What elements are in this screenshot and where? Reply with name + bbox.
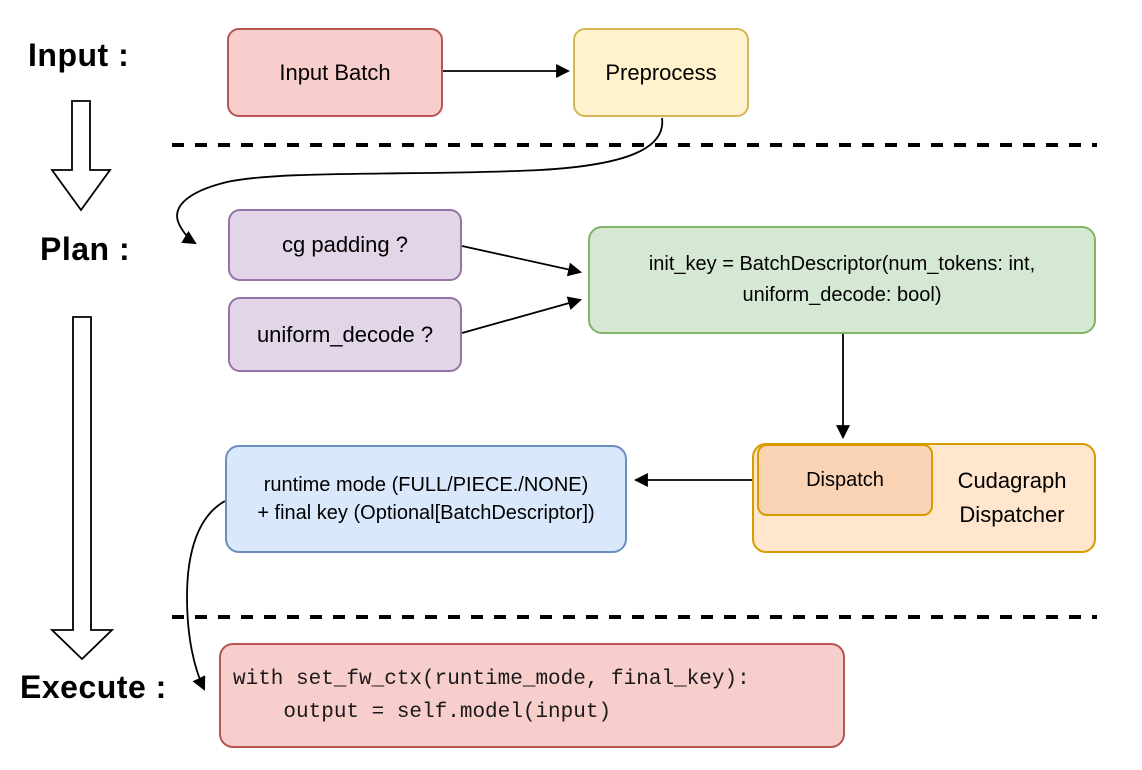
execute-stage-label: Execute : <box>20 669 167 705</box>
preprocess-label: Preprocess <box>605 59 717 85</box>
uniform-decode-label: uniform_decode ? <box>256 321 434 347</box>
node-init-key: init_key = BatchDescriptor(num_tokens: i… <box>588 226 1096 334</box>
node-uniform-decode: uniform_decode ? <box>228 297 462 372</box>
stage-arrow-plan-to-execute <box>49 316 115 661</box>
cudagraph-dispatcher-line1: Cudagraph <box>957 468 1067 493</box>
input-stage-label: Input : <box>28 37 130 73</box>
connector-cgpadding-to-initkey <box>461 245 583 277</box>
input-batch-label: Input Batch <box>279 59 391 85</box>
init-key-line2: uniform_decode: bool) <box>742 284 942 306</box>
runtime-mode-line2: + final key (Optional[BatchDescriptor]) <box>257 502 595 524</box>
execute-code-line1: with set_fw_ctx(runtime_mode, final_key)… <box>233 667 750 691</box>
cudagraph-dispatcher-label: Cudagraph Dispatcher <box>934 445 1090 551</box>
plan-stage-label: Plan : <box>40 231 131 267</box>
node-runtime-mode: runtime mode (FULL/PIECE./NONE) + final … <box>225 445 627 553</box>
node-preprocess: Preprocess <box>573 28 749 117</box>
connector-uniformdecode-to-initkey <box>461 296 583 334</box>
dispatch-label: Dispatch <box>806 468 884 491</box>
execute-code-line2: output = self.model(input) <box>233 700 612 724</box>
node-cg-padding: cg padding ? <box>228 209 462 281</box>
node-input-batch: Input Batch <box>227 28 443 117</box>
node-execute-code: with set_fw_ctx(runtime_mode, final_key)… <box>219 643 845 748</box>
stage-arrow-input-to-plan <box>50 100 112 212</box>
runtime-mode-line1: runtime mode (FULL/PIECE./NONE) <box>263 474 589 496</box>
cg-padding-label: cg padding ? <box>282 232 408 258</box>
connector-runtime-to-code <box>186 500 226 691</box>
cudagraph-dispatcher-line2: Dispatcher <box>959 502 1065 527</box>
connector-preprocess-to-cgpadding <box>176 117 664 245</box>
init-key-line1: init_key = BatchDescriptor(num_tokens: i… <box>648 253 1036 275</box>
node-dispatch: Dispatch <box>757 444 933 516</box>
